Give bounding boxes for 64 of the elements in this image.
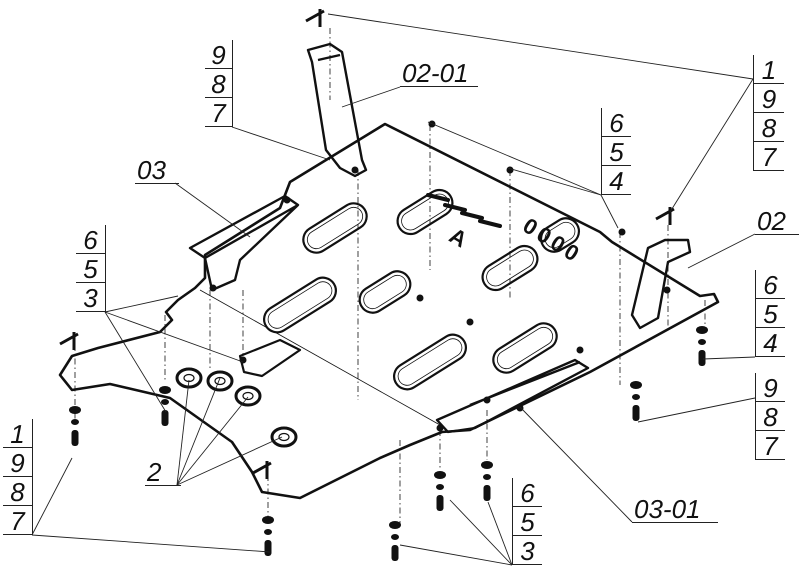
leader-line [688, 234, 756, 268]
leader-line [328, 14, 754, 80]
callout-number: 6 [76, 225, 105, 254]
stamped-marking: A [444, 222, 472, 254]
callout-number: 2 [145, 459, 181, 486]
leader-line [174, 182, 250, 238]
leader-line [342, 86, 400, 108]
leader-line [176, 380, 190, 486]
callout-stack [601, 108, 631, 195]
callout-number: 5 [756, 299, 785, 328]
callout-number: 9 [754, 84, 784, 113]
callout-stack [512, 478, 542, 565]
callout-number: 3 [513, 536, 542, 565]
callout-number: 7 [754, 142, 784, 171]
leader-line [638, 398, 756, 422]
callout-stack [755, 373, 785, 460]
leader-line [32, 534, 270, 552]
callout-number: 03-01 [632, 496, 718, 523]
callout-number: 02 [755, 208, 799, 235]
callout-number: 7 [756, 431, 785, 460]
callout-number: 8 [754, 113, 784, 142]
leader-line [104, 312, 166, 412]
callout-number: 8 [756, 402, 785, 431]
leader-line [104, 312, 244, 362]
callout-number: 6 [602, 108, 631, 137]
callout-number: 1 [754, 55, 784, 84]
callout-number: 9 [756, 373, 785, 402]
callout-number: 8 [3, 477, 32, 506]
leader-line [232, 126, 330, 160]
callout-number: 9 [3, 448, 32, 477]
callout-stack [753, 55, 784, 171]
callout-stack [205, 40, 233, 127]
callout-number: 3 [76, 283, 105, 312]
leader-line [104, 296, 178, 312]
callout-number: 5 [513, 507, 542, 536]
callout-number: 8 [205, 69, 232, 98]
leader-line [176, 396, 248, 486]
leader-line [400, 544, 512, 566]
leader-line [670, 78, 754, 212]
leader-line [450, 500, 512, 566]
callout-number: 4 [602, 166, 631, 195]
leader-line [176, 378, 220, 486]
callout-number: 7 [3, 506, 32, 535]
callout-number: 4 [756, 328, 785, 357]
callout-number: 6 [756, 270, 785, 299]
callout-stack [3, 419, 33, 535]
callout-number: 7 [205, 98, 232, 127]
callout-number: 6 [513, 478, 542, 507]
callout-number: 1 [3, 419, 32, 448]
callout-number: 5 [602, 137, 631, 166]
leader-line [488, 502, 512, 566]
leader-line [176, 436, 282, 486]
leader-line [600, 194, 618, 228]
leader-line [32, 458, 72, 536]
leader-line [428, 122, 602, 196]
callout-number: 03 [135, 157, 179, 184]
callout-number: 5 [76, 254, 105, 283]
leader-line [702, 356, 756, 360]
callout-number: 9 [205, 40, 232, 69]
leader-line [508, 168, 602, 196]
leader-line [520, 406, 632, 522]
callout-number: 02-01 [400, 60, 478, 87]
callout-stack [76, 225, 106, 312]
callout-stack [755, 270, 785, 357]
